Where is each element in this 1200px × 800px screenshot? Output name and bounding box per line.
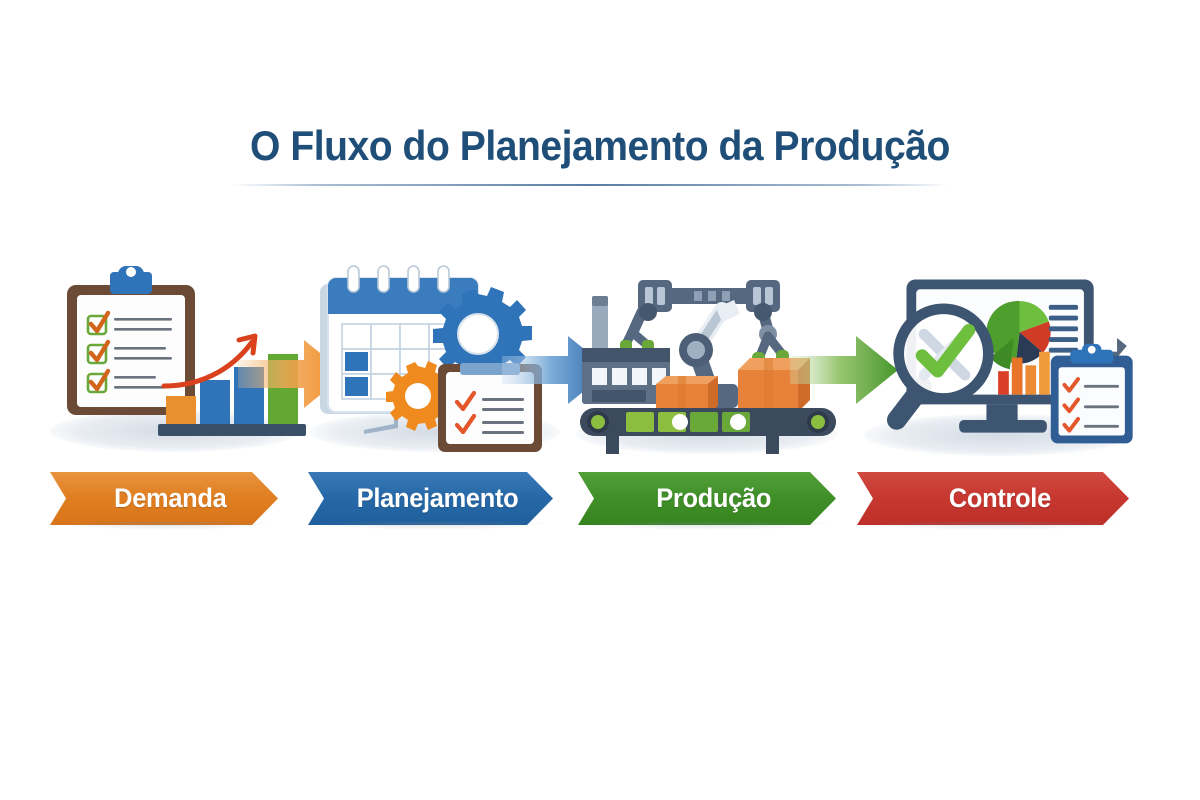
chevron-shadow (316, 522, 548, 530)
robot-gripper-left (620, 303, 657, 354)
flow-stage-planejamento[interactable]: Planejamento (302, 262, 610, 532)
checkmark-green-2 (86, 339, 172, 365)
bar-chart (998, 351, 1050, 395)
chevron-planejamento[interactable]: Planejamento (308, 472, 553, 525)
checkmark-green-3 (86, 368, 166, 394)
title-underline-divider (232, 184, 948, 186)
flow-stage-controle[interactable]: Controle (858, 262, 1148, 532)
factory-robot-conveyor-icon (580, 280, 836, 454)
text-lines (1048, 304, 1079, 353)
chevron-demanda[interactable]: Demanda (50, 472, 278, 525)
monitor-analytics-magnifier-icon (886, 279, 1133, 444)
title-block: O Fluxo do Planejamento da Produção (0, 122, 1200, 186)
chevron-label-demanda: Demanda (114, 483, 227, 513)
flow-stage-producao[interactable]: Produção (570, 262, 898, 532)
arrow-right-orange-icon (238, 340, 346, 408)
chevron-label-planejamento: Planejamento (356, 483, 518, 513)
page-title: O Fluxo do Planejamento da Produção (250, 122, 950, 169)
flow-stage-demanda[interactable]: Demanda (40, 262, 346, 532)
chevron-shadow (865, 522, 1123, 530)
trend-arrow-red (161, 333, 258, 389)
clipboard-blue-orange-checks (1050, 338, 1133, 444)
chevron-label-controle: Controle (948, 483, 1051, 513)
conveyor-belt (580, 408, 836, 454)
calendar-spiral-rings (347, 265, 450, 293)
chevron-controle[interactable]: Controle (857, 472, 1129, 525)
checkmark-green-large (915, 323, 976, 378)
clipboard-orange-checks (438, 363, 542, 452)
chevron-label-producao: Produção (656, 483, 771, 513)
chevron-shadow (58, 522, 273, 530)
chevron-producao[interactable]: Produção (578, 472, 836, 525)
magnifying-glass (886, 303, 994, 430)
chevron-shadow (586, 522, 830, 530)
factory-building (582, 296, 670, 404)
clipboard-checklist-growth-chart-icon (67, 266, 306, 436)
arrow-right-green-icon (790, 336, 898, 404)
carton-box-small (656, 376, 718, 414)
checkmark-green-1 (86, 310, 172, 336)
calendar-gears-clipboard-icon (320, 265, 542, 452)
pie-chart (986, 300, 1051, 370)
